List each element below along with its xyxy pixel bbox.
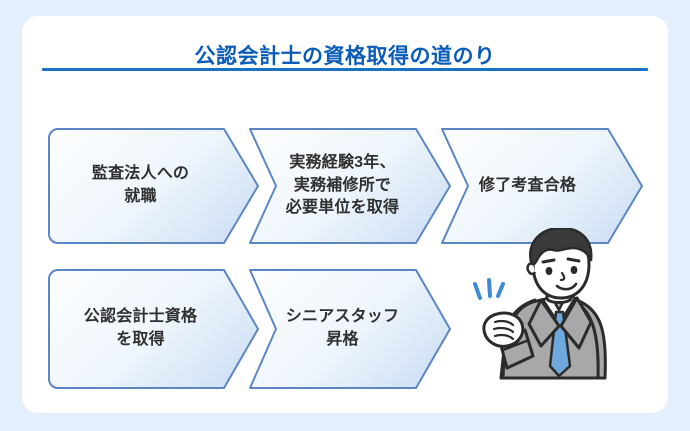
flow-step-1-label: 監査法人への 就職 [91,165,190,205]
chevron-shape-middle [249,269,451,389]
flow-step-4[interactable]: 公認会計士資格 を取得 [48,269,259,389]
process-flow-diagram: 監査法人への 就職 実務経験3年、 実務補修所で 必要単位を取得 [22,16,668,413]
chevron-shape-middle [249,128,451,244]
flow-step-5[interactable]: シニアスタッフ 昇格 [240,269,451,389]
chevron-shape-start [48,128,259,244]
flow-step-4-label: 公認会計士資格 を取得 [83,308,198,348]
flow-step-3-label: 修了考査合格 [478,176,577,194]
page-title: 公認会計士の資格取得の道のり [194,45,496,68]
flow-step-2[interactable]: 実務経験3年、 実務補修所で 必要単位を取得 [240,128,451,244]
flow-step-3[interactable]: 修了考査合格 [432,128,643,244]
content-card: 公認会計士の資格取得の道のり 監査法人への 就職 [22,16,668,413]
flow-step-2-label: 実務経験3年、 実務補修所で 必要単位を取得 [285,153,400,217]
title-divider [42,68,648,71]
chevron-shape-middle [441,128,643,244]
flow-step-1[interactable]: 監査法人への 就職 [48,128,259,244]
businessman-illustration [473,228,607,380]
chevron-shape-start [48,269,259,389]
flow-step-5-label: シニアスタッフ 昇格 [285,308,400,348]
